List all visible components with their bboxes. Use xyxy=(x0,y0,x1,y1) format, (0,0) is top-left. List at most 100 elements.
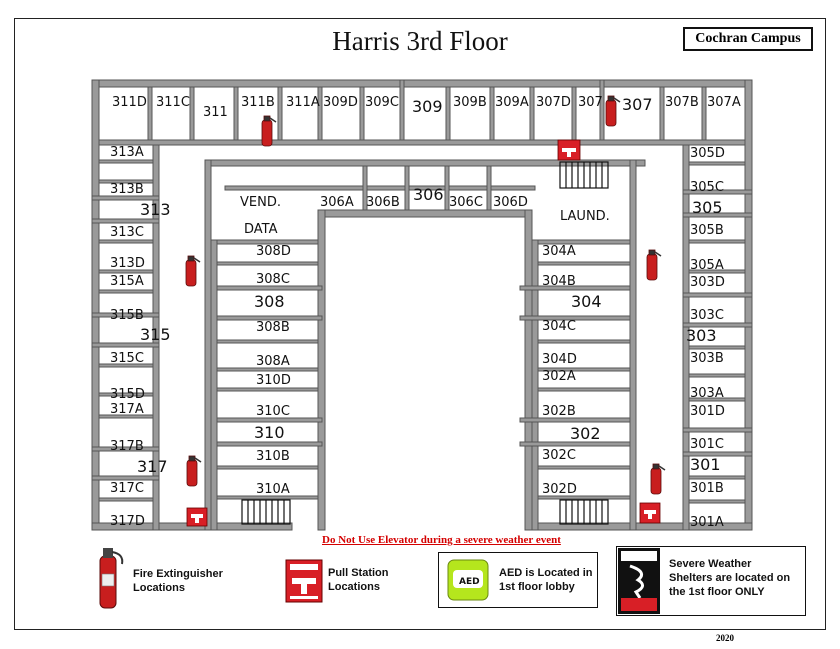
stairs-left xyxy=(241,499,291,525)
wall-right-corridor-outer xyxy=(682,144,690,531)
room-311a: 311A xyxy=(286,95,320,110)
stairs-right xyxy=(559,499,609,525)
fire-extinguisher-icon xyxy=(186,455,202,487)
room-302a: 302A xyxy=(542,369,576,384)
room-301c: 301C xyxy=(690,437,724,452)
room-315d: 315D xyxy=(110,387,145,402)
room-307: 307 xyxy=(622,95,653,114)
room-305d: 305D xyxy=(690,146,725,161)
elevator-warning: Do Not Use Elevator during a severe weat… xyxy=(322,534,561,546)
fire-extinguisher-icon xyxy=(650,463,666,495)
room-304c: 304C xyxy=(542,319,576,334)
wall-inner-left-block xyxy=(210,239,218,531)
wall-right-corridor-inner xyxy=(629,159,637,531)
legend-shelter-sign-icon xyxy=(618,548,660,614)
wall-corridor-inner xyxy=(204,159,646,167)
room-labels: 311D 311C 311 311B 311A 309D 309C 309 30… xyxy=(110,95,741,530)
room-vend: VEND. xyxy=(240,195,281,210)
wall-inner-right-block xyxy=(531,239,539,531)
room-309c: 309C xyxy=(365,95,399,110)
room-303d: 303D xyxy=(690,275,725,290)
room-306: 306 xyxy=(413,185,444,204)
legend-shelter-text: Severe Weather Shelters are located on t… xyxy=(669,558,791,598)
room-310a: 310A xyxy=(256,482,290,497)
room-311d: 311D xyxy=(112,95,147,110)
room-305b: 305B xyxy=(690,223,724,238)
floor-title: Harris 3rd Floor xyxy=(332,26,508,56)
legend-pull-station-text: Pull Station Locations xyxy=(328,567,389,593)
map-frame xyxy=(14,18,826,630)
room-309d: 309D xyxy=(323,95,358,110)
room-306d: 306D xyxy=(493,195,528,210)
room-304b: 304B xyxy=(542,274,576,289)
room-307b: 307B xyxy=(665,95,699,110)
room-306b: 306B xyxy=(366,195,400,210)
year-label: 2020 xyxy=(716,633,734,643)
room-304a: 304A xyxy=(542,244,576,259)
stairs-top xyxy=(559,161,609,189)
room-301: 301 xyxy=(690,455,721,474)
room-315: 315 xyxy=(140,325,171,344)
pull-station-icon xyxy=(639,502,661,524)
room-305a: 305A xyxy=(690,258,724,273)
room-317c: 317C xyxy=(110,481,144,496)
wall-courtyard-left xyxy=(317,209,326,531)
room-307d: 307D xyxy=(536,95,571,110)
room-310d: 310D xyxy=(256,373,291,388)
room-304: 304 xyxy=(571,292,602,311)
room-315c: 315C xyxy=(110,351,144,366)
room-311c: 311C xyxy=(156,95,190,110)
room-308a: 308A xyxy=(256,354,290,369)
wall-top-rooms xyxy=(98,139,746,146)
walls xyxy=(91,79,753,531)
room-313c: 313C xyxy=(110,225,144,240)
pull-station-icon xyxy=(557,139,581,161)
room-315a: 315A xyxy=(110,274,144,289)
room-310: 310 xyxy=(254,423,285,442)
fire-extinguisher-icon xyxy=(646,249,662,281)
pull-station-icon xyxy=(186,507,208,527)
room-317a: 317A xyxy=(110,402,144,417)
room-305: 305 xyxy=(692,198,723,217)
room-311b: 311B xyxy=(241,95,275,110)
room-313a: 313A xyxy=(110,145,144,160)
room-303c: 303C xyxy=(690,308,724,323)
room-303: 303 xyxy=(686,326,717,345)
room-317: 317 xyxy=(137,457,168,476)
room-303a: 303A xyxy=(690,386,724,401)
room-303b: 303B xyxy=(690,351,724,366)
room-306a: 306A xyxy=(320,195,354,210)
room-313: 313 xyxy=(140,200,171,219)
room-302: 302 xyxy=(570,424,601,443)
room-317d: 317D xyxy=(110,514,145,529)
room-311: 311 xyxy=(203,105,228,120)
room-313b: 313B xyxy=(110,182,144,197)
fire-extinguisher-icon xyxy=(261,115,277,147)
pull-station-markers xyxy=(186,139,661,527)
legend-extinguisher-text: Fire Extinguisher Locations xyxy=(133,568,223,594)
room-308d: 308D xyxy=(256,244,291,259)
room-302d: 302D xyxy=(542,482,577,497)
room-309a: 309A xyxy=(495,95,529,110)
room-315b: 315B xyxy=(110,308,144,323)
fire-extinguisher-icon xyxy=(605,95,621,127)
room-data: DATA xyxy=(244,222,278,237)
campus-label: Cochran Campus xyxy=(683,27,813,51)
room-laund: LAUND. xyxy=(560,209,610,224)
legend-pull-station-icon xyxy=(285,559,323,603)
wall-top xyxy=(91,79,753,88)
room-307a: 307A xyxy=(707,95,741,110)
room-301d: 301D xyxy=(690,404,725,419)
extinguisher-markers xyxy=(185,95,666,495)
room-308: 308 xyxy=(254,292,285,311)
room-307a-small: 307 xyxy=(578,95,603,110)
wall-left xyxy=(91,79,100,531)
room-305c: 305C xyxy=(690,180,724,195)
room-309b: 309B xyxy=(453,95,487,110)
room-317b: 317B xyxy=(110,439,144,454)
room-310b: 310B xyxy=(256,449,290,464)
room-302b: 302B xyxy=(542,404,576,419)
legend-aed-text: AED is Located in 1st floor lobby xyxy=(499,567,593,593)
room-304d: 304D xyxy=(542,352,577,367)
